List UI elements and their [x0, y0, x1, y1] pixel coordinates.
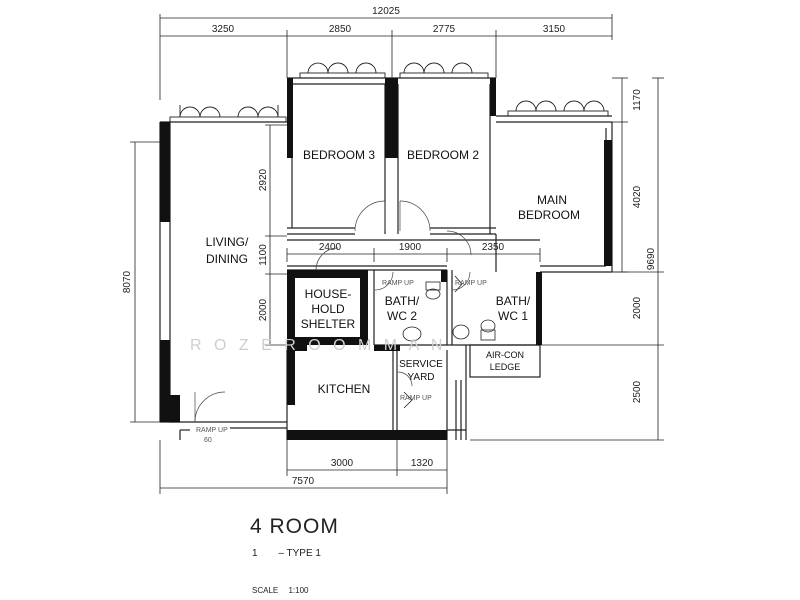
- dim-inner-left-1: 2920: [258, 168, 269, 191]
- room-bath-wc2-line2: WC 2: [387, 309, 417, 323]
- dim-top-3: 2775: [433, 24, 456, 35]
- thick-walls: [160, 78, 612, 440]
- dim-right-4: 2500: [632, 380, 643, 403]
- room-bath-wc1-line1: BATH/: [496, 294, 531, 308]
- room-service-yard-line1: SERVICE: [399, 359, 443, 370]
- dim-bottom-overall: 7570: [292, 476, 315, 487]
- dim-top-1: 3250: [212, 24, 235, 35]
- ramp-label: RAMP UP: [400, 395, 432, 402]
- dim-mid-2: 1900: [399, 242, 422, 253]
- scale-note: SCALE 1:100: [252, 586, 309, 595]
- room-household-line2: HOLD: [311, 302, 345, 316]
- room-bath-wc1-line2: WC 1: [498, 309, 528, 323]
- dim-right-3: 2000: [632, 296, 643, 319]
- basin-icon: [402, 326, 422, 342]
- room-household-line3: SHELTER: [301, 317, 356, 331]
- dim-overall-width: 12025: [372, 6, 400, 17]
- plan-subtitle: 1 – TYPE 1: [252, 548, 321, 559]
- ramp-labels: RAMP UP RAMP UP RAMP UP RAMP UP 60: [196, 280, 487, 444]
- room-bath-wc2-line1: BATH/: [385, 294, 420, 308]
- dim-right-overall: 9690: [646, 247, 657, 270]
- toilet-icon: [480, 329, 496, 341]
- room-living-line2: DINING: [206, 252, 248, 266]
- room-main-bedroom-line2: BEDROOM: [518, 208, 580, 222]
- toilet-icon: [425, 281, 441, 291]
- dim-right-1: 1170: [632, 89, 643, 111]
- fixtures: [402, 275, 496, 409]
- room-service-yard-line2: YARD: [407, 372, 434, 383]
- dim-mid-1: 2400: [319, 242, 342, 253]
- dim-bottom-1: 3000: [331, 458, 354, 469]
- dim-inner-left-3: 2000: [258, 298, 269, 321]
- dim-top-4: 3150: [543, 24, 566, 35]
- dim-top-2: 2850: [329, 24, 352, 35]
- room-aircon-ledge-line2: LEDGE: [490, 362, 521, 372]
- entry-code: 60: [204, 437, 212, 444]
- plan-title: 4 ROOM: [250, 515, 339, 538]
- room-kitchen: KITCHEN: [318, 382, 371, 396]
- windows: [169, 62, 609, 123]
- room-main-bedroom-line1: MAIN: [537, 193, 567, 207]
- room-bedroom-3: BEDROOM 3: [303, 148, 375, 162]
- dimension-lines: [130, 14, 664, 494]
- room-labels: BEDROOM 3 BEDROOM 2 MAIN BEDROOM LIVING/…: [206, 148, 580, 396]
- room-aircon-ledge-line1: AIR-CON: [486, 350, 524, 360]
- dim-bottom-2: 1320: [411, 458, 434, 469]
- ramp-label: RAMP UP: [455, 280, 487, 287]
- scale-value: 1:100: [288, 586, 309, 595]
- ramp-label-entry: RAMP UP: [196, 427, 228, 434]
- watermark: R O Z E R O O M M A N: [190, 337, 446, 354]
- subtitle-type: – TYPE 1: [278, 548, 321, 559]
- room-bedroom-2: BEDROOM 2: [407, 148, 479, 162]
- room-household-line1: HOUSE-: [305, 287, 352, 301]
- dim-right-2: 4020: [632, 185, 643, 208]
- scale-label: SCALE: [252, 586, 279, 595]
- room-living-line1: LIVING/: [206, 235, 249, 249]
- basin-icon: [452, 324, 470, 340]
- dim-inner-left-2: 1100: [258, 244, 269, 266]
- doors: [194, 200, 472, 423]
- dim-left-overall: 8070: [122, 270, 133, 293]
- dim-mid-3: 2350: [482, 242, 505, 253]
- dimension-labels: 12025 3250 2850 2775 3150 2400 1900 2350…: [122, 6, 657, 487]
- ramp-label: RAMP UP: [382, 280, 414, 287]
- subtitle-number: 1: [252, 548, 258, 559]
